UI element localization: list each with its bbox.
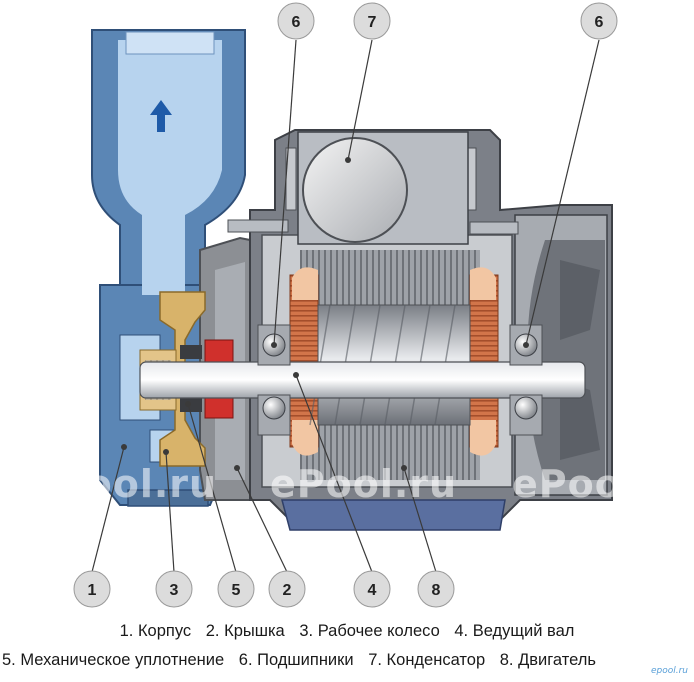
- legend-item-4: 4. Ведущий вал: [454, 622, 575, 640]
- leader-dots: [121, 157, 529, 471]
- svg-text:2: 2: [283, 582, 292, 599]
- svg-text:6: 6: [292, 14, 301, 31]
- legend-item-7: 7. Конденсатор: [368, 651, 486, 669]
- stator: [289, 250, 499, 480]
- callout-3: 3: [155, 570, 193, 608]
- bearing-right: [509, 324, 543, 436]
- legend-line-1: 1. Корпус 2. Крышка 3. Рабочее колесо 4.…: [0, 622, 694, 641]
- drive-shaft: [139, 361, 586, 399]
- mechanical-seal: [180, 339, 234, 419]
- water-channel: [118, 40, 222, 295]
- watermark-left: ePool.ru: [30, 462, 218, 506]
- svg-text:4: 4: [368, 582, 377, 599]
- capacitor: [297, 131, 469, 245]
- svg-text:1: 1: [88, 582, 97, 599]
- corner-logo: epool.ru: [650, 666, 688, 676]
- legend-item-1: 1. Корпус: [119, 622, 192, 640]
- callout-6-left: 6: [277, 2, 315, 40]
- watermark-center: ePool.ru: [270, 462, 458, 506]
- callout-2: 2: [268, 570, 306, 608]
- svg-text:3: 3: [170, 582, 179, 599]
- callout-7: 7: [353, 2, 391, 40]
- svg-text:5: 5: [232, 582, 241, 599]
- callout-6-right: 6: [580, 2, 618, 40]
- watermark-right: ePool.ru: [512, 462, 694, 506]
- callout-4: 4: [353, 570, 391, 608]
- callout-8: 8: [417, 570, 455, 608]
- legend-line-2: 5. Механическое уплотнение 6. Подшипники…: [2, 651, 694, 670]
- legend-item-3: 3. Рабочее колесо: [299, 622, 440, 640]
- legend-item-8: 8. Двигатель: [499, 651, 596, 669]
- bearing-left: [257, 324, 291, 436]
- arrow-up-icon: [150, 100, 172, 132]
- svg-text:7: 7: [368, 14, 377, 31]
- callout-5: 5: [217, 570, 255, 608]
- legend-item-5: 5. Механическое уплотнение: [2, 651, 225, 669]
- callout-1: 1: [73, 570, 111, 608]
- svg-text:6: 6: [595, 14, 604, 31]
- pump-cross-section-diagram: 6 7 6 1 3 5 2 4 8: [73, 2, 618, 608]
- svg-text:8: 8: [432, 582, 441, 599]
- legend-item-6: 6. Подшипники: [238, 651, 354, 669]
- legend-item-2: 2. Крышка: [205, 622, 285, 640]
- leader-lines: [91, 39, 600, 573]
